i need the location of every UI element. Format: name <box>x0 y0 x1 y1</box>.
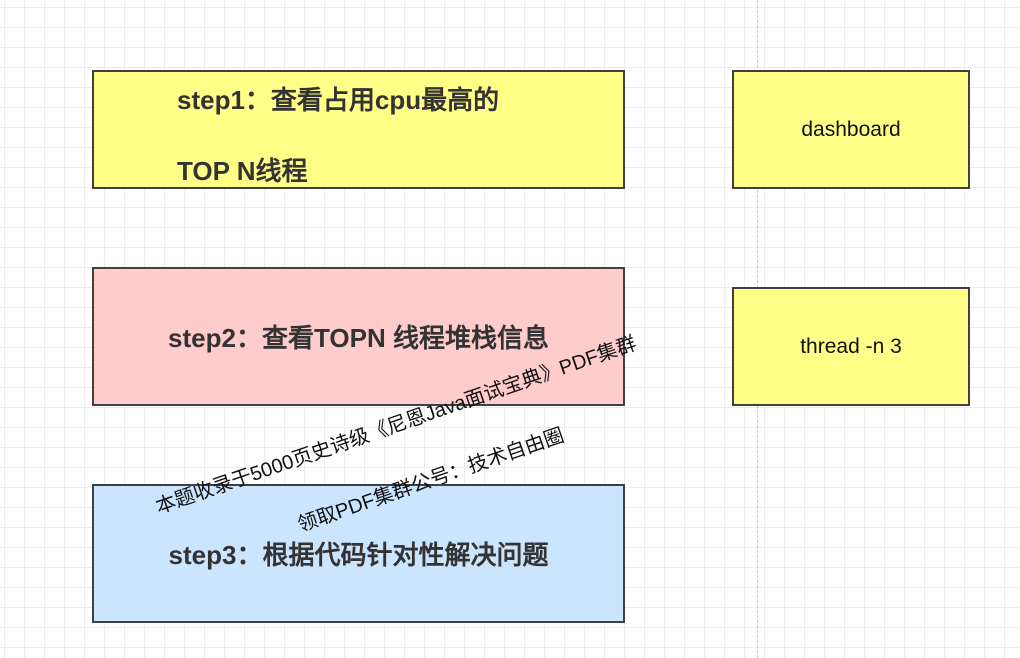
step1-label-line1: step1：查看占用cpu最高的 <box>177 85 500 115</box>
dashboard-label: dashboard <box>801 117 901 141</box>
thread-command-box[interactable]: thread -n 3 <box>732 287 970 406</box>
step2-box[interactable]: step2：查看TOPN 线程堆栈信息 <box>92 267 625 406</box>
step3-label: step3：根据代码针对性解决问题 <box>168 540 549 570</box>
thread-command-label: thread -n 3 <box>800 334 902 358</box>
step3-box[interactable]: step3：根据代码针对性解决问题 <box>92 484 625 623</box>
step1-box[interactable]: step1：查看占用cpu最高的 TOP N线程 <box>92 70 625 189</box>
step2-label: step2：查看TOPN 线程堆栈信息 <box>168 323 549 353</box>
step1-label-line2: TOP N线程 <box>177 156 308 186</box>
dashboard-box[interactable]: dashboard <box>732 70 970 189</box>
